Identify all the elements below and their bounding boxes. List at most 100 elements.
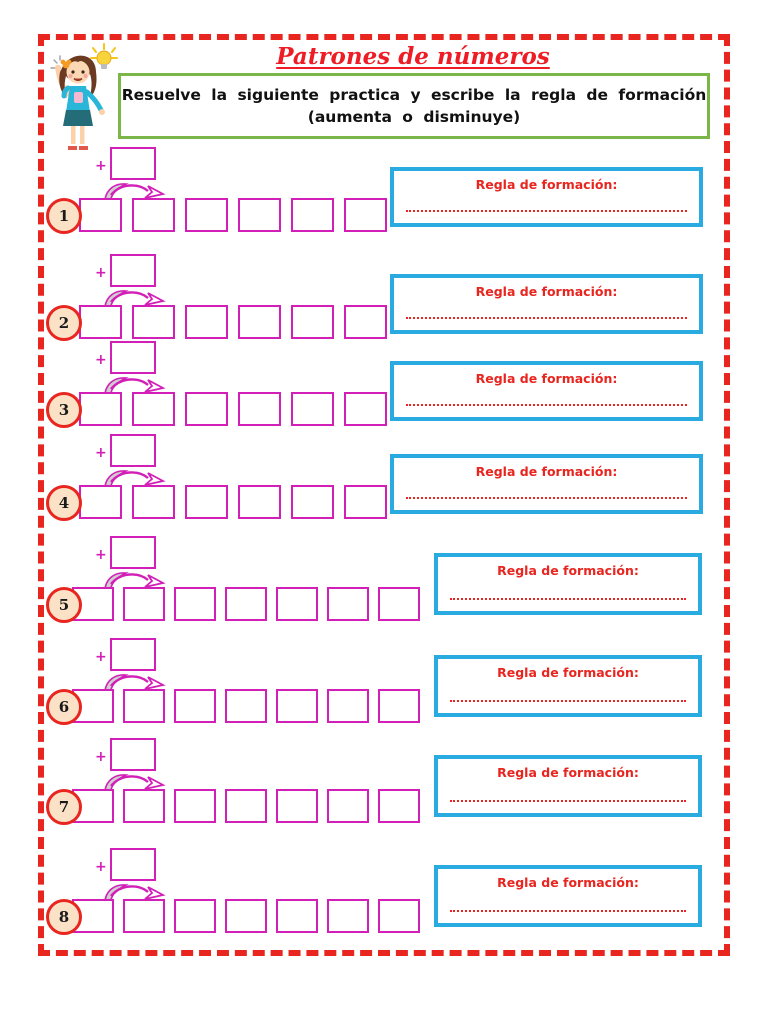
pattern-cell[interactable] — [238, 485, 281, 519]
pattern-cell[interactable] — [291, 485, 334, 519]
pattern-cell[interactable] — [132, 392, 175, 426]
pattern-cell[interactable] — [276, 689, 318, 723]
pattern-cell[interactable] — [123, 789, 165, 823]
pattern-row: + 6 Regla de formación: — [44, 638, 724, 736]
pattern-cell[interactable] — [344, 392, 387, 426]
rule-label: Regla de formación: — [497, 875, 639, 890]
pattern-cell[interactable] — [185, 305, 228, 339]
rule-box: Regla de formación: — [434, 755, 702, 817]
pattern-cell[interactable] — [174, 587, 216, 621]
pattern-cell[interactable] — [123, 899, 165, 933]
step-value-box[interactable] — [110, 536, 156, 569]
step-value-box[interactable] — [110, 147, 156, 180]
pattern-cell[interactable] — [225, 789, 267, 823]
pattern-cell[interactable] — [378, 789, 420, 823]
pattern-row: + 4 Regla de formación: — [44, 434, 724, 532]
cells — [79, 392, 387, 426]
rule-label: Regla de formación: — [497, 563, 639, 578]
pattern-cell[interactable] — [79, 485, 122, 519]
pattern-cell[interactable] — [276, 587, 318, 621]
rule-answer-line[interactable] — [450, 597, 686, 600]
row-number-badge: 6 — [46, 689, 82, 725]
pattern-cell[interactable] — [225, 899, 267, 933]
curved-arrow-icon — [104, 377, 166, 394]
rule-box: Regla de formación: — [390, 361, 703, 421]
pattern-cell[interactable] — [276, 899, 318, 933]
step-value-box[interactable] — [110, 254, 156, 287]
pattern-cell[interactable] — [327, 789, 369, 823]
rule-answer-line[interactable] — [450, 699, 686, 702]
rule-answer-line[interactable] — [406, 209, 687, 212]
cells — [72, 587, 420, 621]
curved-arrow-icon — [104, 674, 166, 691]
pattern-cell[interactable] — [378, 689, 420, 723]
step-value-box[interactable] — [110, 738, 156, 771]
plus-sign: + — [95, 445, 107, 461]
pattern-cell[interactable] — [185, 392, 228, 426]
row-number-badge: 8 — [46, 899, 82, 935]
rule-box: Regla de formación: — [390, 454, 703, 514]
rule-label: Regla de formación: — [475, 464, 618, 479]
row-number-badge: 3 — [46, 392, 82, 428]
lightbulb-icon — [90, 43, 118, 69]
pattern-cell[interactable] — [291, 305, 334, 339]
pattern-cell[interactable] — [225, 587, 267, 621]
pattern-row: + 8 Regla de formación: — [44, 848, 724, 946]
pattern-cell[interactable] — [291, 392, 334, 426]
rule-label: Regla de formación: — [475, 371, 618, 386]
worksheet-page: Patrones de números Resuelve la siguient… — [38, 34, 730, 956]
row-number-badge: 4 — [46, 485, 82, 521]
pattern-cell[interactable] — [174, 689, 216, 723]
pattern-cell[interactable] — [123, 689, 165, 723]
rule-label: Regla de formación: — [497, 665, 639, 680]
step-value-box[interactable] — [110, 848, 156, 881]
pattern-cell[interactable] — [174, 789, 216, 823]
pattern-cell[interactable] — [327, 899, 369, 933]
pattern-cell[interactable] — [238, 198, 281, 232]
rule-box: Regla de formación: — [434, 655, 702, 717]
pattern-cell[interactable] — [378, 587, 420, 621]
pattern-cell[interactable] — [132, 198, 175, 232]
pattern-cell[interactable] — [79, 392, 122, 426]
pattern-cell[interactable] — [327, 587, 369, 621]
pattern-cell[interactable] — [327, 689, 369, 723]
pattern-cell[interactable] — [344, 198, 387, 232]
instruction-line-1: Resuelve la siguiente practica y escribe… — [121, 86, 707, 104]
girl-illustration — [50, 43, 118, 150]
cells — [79, 485, 387, 519]
cells — [72, 899, 420, 933]
pattern-cell[interactable] — [132, 485, 175, 519]
pattern-cell[interactable] — [123, 587, 165, 621]
cells — [72, 789, 420, 823]
rule-answer-line[interactable] — [406, 316, 687, 319]
pattern-cell[interactable] — [344, 305, 387, 339]
step-value-box[interactable] — [110, 638, 156, 671]
pattern-cell[interactable] — [79, 305, 122, 339]
rule-answer-line[interactable] — [450, 799, 686, 802]
pattern-cell[interactable] — [225, 689, 267, 723]
step-value-box[interactable] — [110, 341, 156, 374]
rule-box: Regla de formación: — [434, 865, 702, 927]
rule-answer-line[interactable] — [406, 403, 687, 406]
pattern-row: + 5 Regla de formación: — [44, 536, 724, 634]
pattern-cell[interactable] — [185, 485, 228, 519]
pattern-cell[interactable] — [238, 305, 281, 339]
curved-arrow-icon — [104, 572, 166, 589]
row-number-badge: 5 — [46, 587, 82, 623]
pattern-cell[interactable] — [378, 899, 420, 933]
row-number-badge: 2 — [46, 305, 82, 341]
instruction-line-2: (aumenta o disminuye) — [307, 108, 521, 126]
pattern-cell[interactable] — [276, 789, 318, 823]
pattern-cell[interactable] — [79, 198, 122, 232]
pattern-cell[interactable] — [238, 392, 281, 426]
pattern-cell[interactable] — [174, 899, 216, 933]
plus-sign: + — [95, 158, 107, 174]
pattern-cell[interactable] — [185, 198, 228, 232]
step-value-box[interactable] — [110, 434, 156, 467]
rule-answer-line[interactable] — [450, 909, 686, 912]
page-title: Patrones de números — [276, 43, 550, 70]
pattern-cell[interactable] — [132, 305, 175, 339]
pattern-cell[interactable] — [344, 485, 387, 519]
rule-answer-line[interactable] — [406, 496, 687, 499]
pattern-cell[interactable] — [291, 198, 334, 232]
